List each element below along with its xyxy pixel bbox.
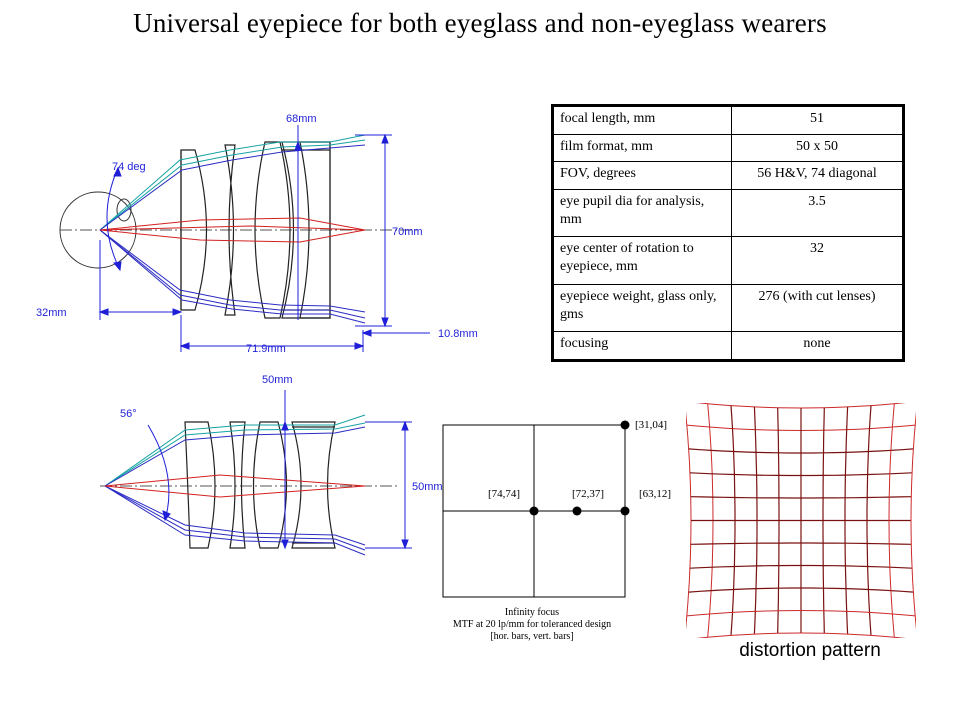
spec-label: eyepiece weight, glass only, gms [552,283,732,333]
mtf-caption-line3: [hor. bars, vert. bars] [490,631,573,642]
distortion-row-line [696,632,906,638]
mtf-point-edge [620,506,630,516]
angle-label-56: 56° [120,408,137,420]
distortion-column-line [866,405,872,636]
spec-label: eye center of rotation to eyepiece, mm [552,236,732,285]
angle-label-74: 74 deg [112,161,146,173]
page-title: Universal eyepiece for both eyeglass and… [133,8,827,38]
lens-group [184,421,336,549]
dim-label-71-9mm: 71.9mm [246,343,286,355]
dimension-lines [147,390,412,550]
spec-value: 50 x 50 [731,133,904,163]
dim-label-70mm: 70mm [392,226,423,238]
eyepiece-diagram-74deg: 74 deg 68mm 70mm 32mm 71.9mm 10.8mm [36,113,478,355]
distortion-column-line [844,406,849,635]
spec-label: focusing [552,331,732,361]
distortion-column-line [686,411,692,630]
spec-label: focal length, mm [552,105,732,135]
spec-value: 32 [731,236,904,285]
mtf-field-map: [31,04] [74,74] [72,37] [63,12] Infinity… [442,419,671,642]
distortion-column-line [888,403,895,638]
distortion-column-line [822,407,825,634]
spec-value: 3.5 [731,188,904,238]
dimension-lines [98,125,430,352]
distortion-row-line [696,403,906,409]
dim-label-50mm-right: 50mm [412,481,443,493]
mtf-point-mid [572,506,582,516]
dim-label-10-8mm: 10.8mm [438,328,478,340]
eye-cornea [116,198,132,222]
spec-value: 276 (with cut lenses) [731,283,904,333]
spec-value: none [731,331,904,361]
mtf-label-edge: [63,12] [639,488,671,500]
dim-label-32mm: 32mm [36,307,67,319]
distortion-grid [686,403,916,638]
distortion-column-line [910,411,916,630]
ray-bundle [104,414,366,556]
dim-label-50mm-top: 50mm [262,374,293,386]
ray-bundle [99,134,366,324]
spec-value: 56 H&V, 74 diagonal [731,161,904,190]
distortion-label: distortion pattern [739,640,881,661]
mtf-label-center: [74,74] [488,488,520,500]
mtf-label-corner: [31,04] [635,419,667,431]
mtf-point-center [529,506,539,516]
eyepiece-diagram-56deg: 56° 50mm 50mm [100,374,443,556]
spec-value: 51 [731,105,904,135]
mtf-label-mid: [72,37] [572,488,604,500]
mtf-point-corner [620,420,630,430]
dim-label-68mm: 68mm [286,113,317,125]
distortion-row-line [686,609,916,617]
spec-label: eye pupil dia for analysis, mm [552,188,732,238]
distortion-row-line [689,564,913,569]
distortion-row-line [690,542,912,545]
spec-label: FOV, degrees [552,161,732,190]
spec-label: film format, mm [552,133,732,163]
distortion-row-line [688,587,914,593]
mtf-caption-line2: MTF at 20 lp/mm for toleranced design [453,619,611,630]
mtf-caption-line1: Infinity focus [505,607,559,618]
